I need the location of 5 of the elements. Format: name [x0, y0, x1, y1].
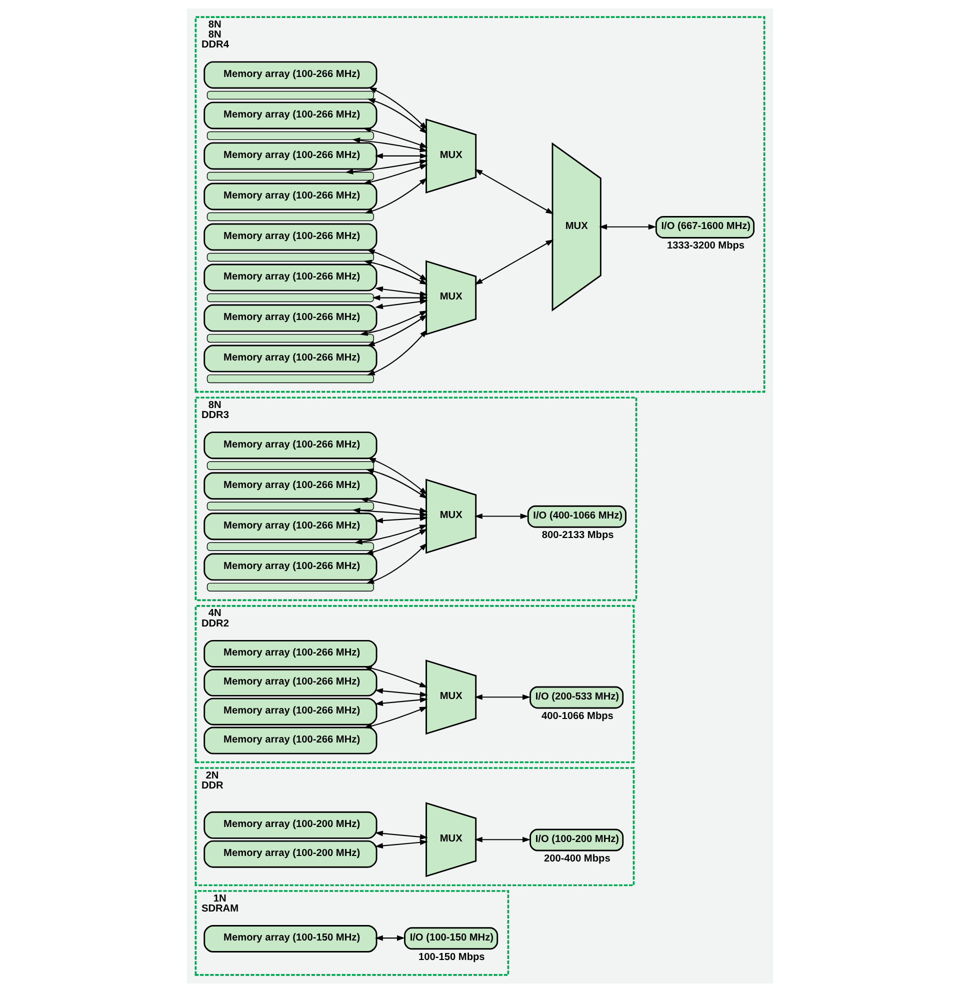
- node-label: 100-150 Mbps: [418, 952, 485, 963]
- node-label: 400-1066 Mbps: [541, 710, 614, 722]
- node-label: 1333-3200 Mbps: [667, 240, 745, 252]
- node-label: 800-2133 Mbps: [542, 530, 614, 542]
- node-label: 200-400 Mbps: [544, 853, 610, 864]
